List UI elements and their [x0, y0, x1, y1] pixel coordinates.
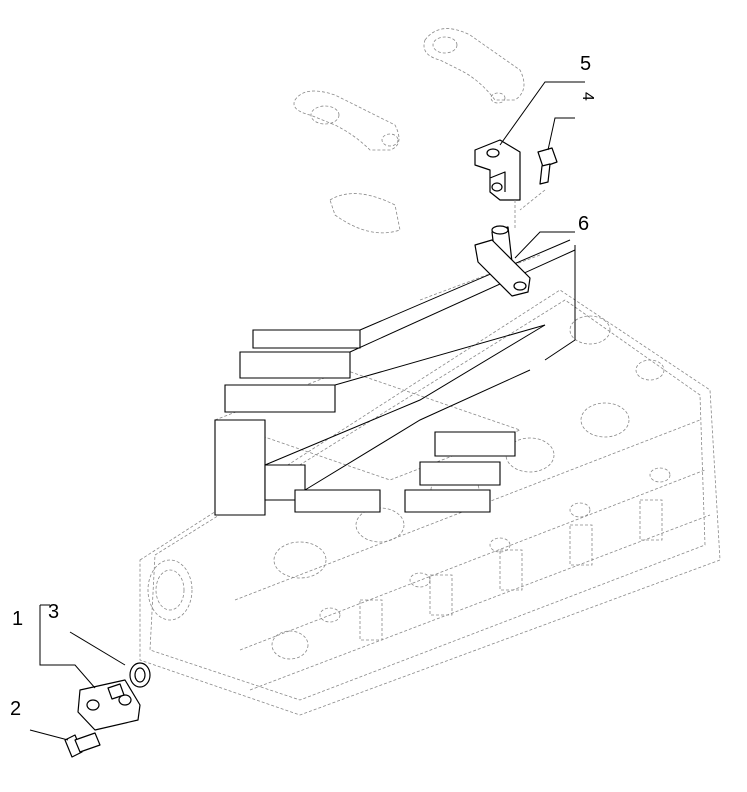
pin-part-6[interactable]	[474, 225, 531, 297]
bolt-near-part-5[interactable]	[537, 147, 558, 185]
callout-5: 5	[580, 53, 591, 75]
leader-lines	[29, 81, 585, 741]
section-panels	[214, 239, 576, 516]
callout-3: 3	[48, 601, 59, 623]
callout-2: 2	[10, 698, 21, 720]
screw-part-2[interactable]	[64, 732, 101, 758]
seal-ring-part-3[interactable]	[129, 662, 151, 688]
callout-fragment: 4	[579, 92, 596, 101]
bracket-part-5[interactable]	[474, 139, 521, 201]
rocker-arms-ghost	[293, 28, 525, 234]
callout-6: 6	[578, 213, 589, 235]
callout-1: 1	[12, 608, 23, 630]
plate-part-1[interactable]	[77, 679, 141, 731]
